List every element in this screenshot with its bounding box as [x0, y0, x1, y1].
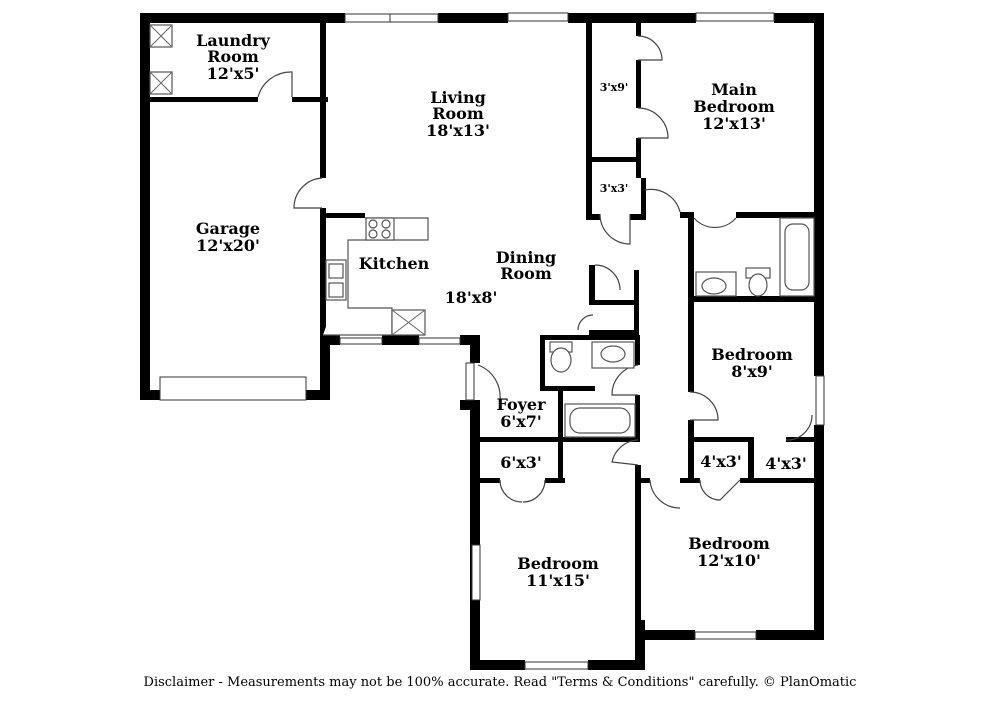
bedroom-small-dims: 8'x9' — [731, 362, 773, 381]
windows — [159, 12, 825, 670]
laundry-room-name-2: Room — [207, 47, 259, 66]
laundry-room-dims: 12'x5' — [207, 64, 260, 83]
interior-walls — [140, 18, 824, 628]
dining-room-name-2: Room — [500, 264, 552, 283]
bedroom-small-name: Bedroom — [711, 345, 793, 364]
main-bedroom-name-2: Bedroom — [693, 97, 775, 116]
laundry-room-name-1: Laundry — [196, 31, 271, 50]
fixtures — [149, 24, 815, 438]
living-room-dims: 18'x13' — [426, 121, 490, 140]
foyer-dims: 6'x7' — [500, 412, 542, 431]
dining-room-name-1: Dining — [496, 248, 556, 267]
closet-left-dims: 4'x3' — [700, 452, 742, 471]
doors — [257, 35, 813, 509]
bedroom-right-name: Bedroom — [688, 534, 770, 553]
main-bedroom-name-1: Main — [711, 80, 757, 99]
garage-name: Garage — [196, 219, 260, 238]
kitchen-dining-dims: 18'x8' — [445, 288, 498, 307]
bedroom-right-dims: 12'x10' — [697, 551, 761, 570]
garage-dims: 12'x20' — [196, 236, 260, 255]
bedroom-left-name: Bedroom — [517, 554, 599, 573]
closet-main-2-dims: 3'x3' — [600, 182, 629, 195]
closet-right-dims: 4'x3' — [765, 454, 807, 473]
living-room-name-2: Room — [432, 104, 484, 123]
kitchen-name: Kitchen — [359, 254, 430, 273]
main-bedroom-dims: 12'x13' — [702, 114, 766, 133]
disclaimer-text: Disclaimer - Measurements may not be 100… — [143, 675, 857, 690]
room-labels: Laundry Room 12'x5' Living Room 18'x13' … — [196, 31, 807, 590]
foyer-name: Foyer — [496, 395, 546, 414]
exterior-walls — [140, 13, 824, 670]
closet-foyer-dims: 6'x3' — [500, 453, 542, 472]
closet-main-1-dims: 3'x9' — [600, 81, 629, 94]
bedroom-left-dims: 11'x15' — [526, 571, 590, 590]
living-room-name-1: Living — [430, 88, 486, 107]
